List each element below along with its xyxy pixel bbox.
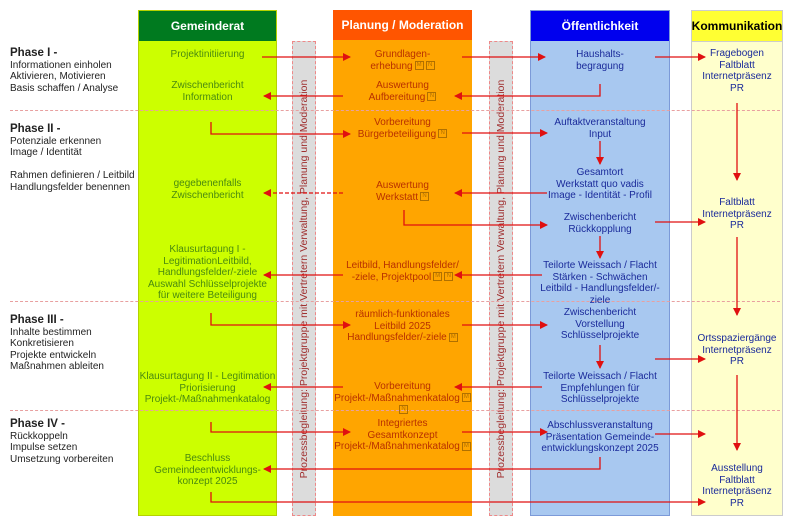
column-header: Öffentlichkeit [531, 11, 669, 41]
badge-m: M [461, 393, 471, 403]
arrow [210, 492, 706, 506]
phase-2: Phase II -Potenziale erkennen Image / Id… [10, 123, 135, 193]
step-box: Fragebogen Faltblatt Internetpräsenz PR [702, 48, 772, 94]
phase-4: Phase IV -Rückkoppeln Impulse setzen Ums… [10, 418, 114, 465]
badge-m: M [448, 332, 458, 342]
arrow [210, 122, 351, 138]
arrow [210, 313, 351, 329]
phase-divider [10, 410, 780, 411]
badge-n: N [438, 129, 448, 139]
arrow [263, 457, 601, 473]
badge-n: N [420, 192, 430, 202]
step-box: Gesamtort Werkstatt quo vadis Image - Id… [548, 167, 652, 201]
badge-m: M [433, 272, 443, 282]
step-box: Klausurtagung I - LegitimationLeitbild, … [148, 244, 267, 301]
step-box: Projektinitiierung [170, 49, 245, 60]
badge-m: M [461, 441, 471, 451]
step-box: Auftaktveranstaltung Input [554, 117, 646, 140]
phase-divider [10, 110, 780, 111]
column-gemeinderat: Gemeinderat [138, 10, 277, 516]
step-box: Haushalts- begragung [576, 49, 624, 72]
arrow [403, 210, 548, 229]
step-box: Leitbild, Handlungsfelder/ -ziele, Proje… [346, 260, 459, 283]
badge-n: N [444, 272, 454, 282]
step-box: Klausurtagung II - Legitimation Priorisi… [139, 371, 276, 405]
column-planung: Planung / Moderation [333, 10, 472, 516]
step-box: Zwischenbericht Information [171, 80, 244, 103]
badge-n: N [425, 61, 435, 71]
phase-1: Phase I -Informationen einholen Aktivier… [10, 47, 119, 94]
step-box: Zwischenbericht Rückkopplung [563, 212, 637, 235]
process-bar-left: Prozessbegleitung: Projektgruppe mit Ver… [292, 41, 316, 516]
phase-divider [10, 301, 780, 302]
step-box: räumlich-funktionales Leitbild 2025 Hand… [347, 309, 458, 343]
step-box: Zwischenbericht Vorstellung Schlüsselpro… [560, 307, 640, 341]
step-box: Abschlussveranstaltung Präsentation Geme… [541, 420, 659, 454]
step-box: Ausstellung Faltblatt Internetpräsenz PR [702, 463, 772, 509]
step-box: Teilorte Weissach / Flacht Stärken - Sch… [540, 260, 660, 306]
column-header: Planung / Moderation [333, 10, 472, 40]
step-box: Faltblatt Internetpräsenz PR [702, 197, 772, 231]
arrow [210, 422, 351, 436]
step-box: Teilorte Weissach / Flacht Empfehlungen … [543, 371, 657, 405]
arrow [454, 84, 601, 100]
step-box: Beschluss Gemeindeentwicklungs- konzept … [154, 453, 261, 487]
column-header: Kommunikation [692, 11, 782, 42]
step-box: Ortsspaziergänge Internetpräsenz PR [697, 333, 777, 367]
column-header: Gemeinderat [139, 11, 276, 41]
step-box: gegebenenfalls Zwischenbericht [171, 178, 244, 201]
badge-n: N [399, 404, 408, 414]
process-bar-right: Prozessbegleitung: Projektgruppe mit Ver… [489, 41, 513, 516]
badge-n: N [427, 92, 437, 102]
phase-3: Phase III -Inhalte bestimmen Konkretisie… [10, 314, 104, 372]
badge-m: M [414, 61, 424, 71]
step-box: Integriertes Gesamtkonzept Projekt-/Maßn… [334, 418, 471, 452]
